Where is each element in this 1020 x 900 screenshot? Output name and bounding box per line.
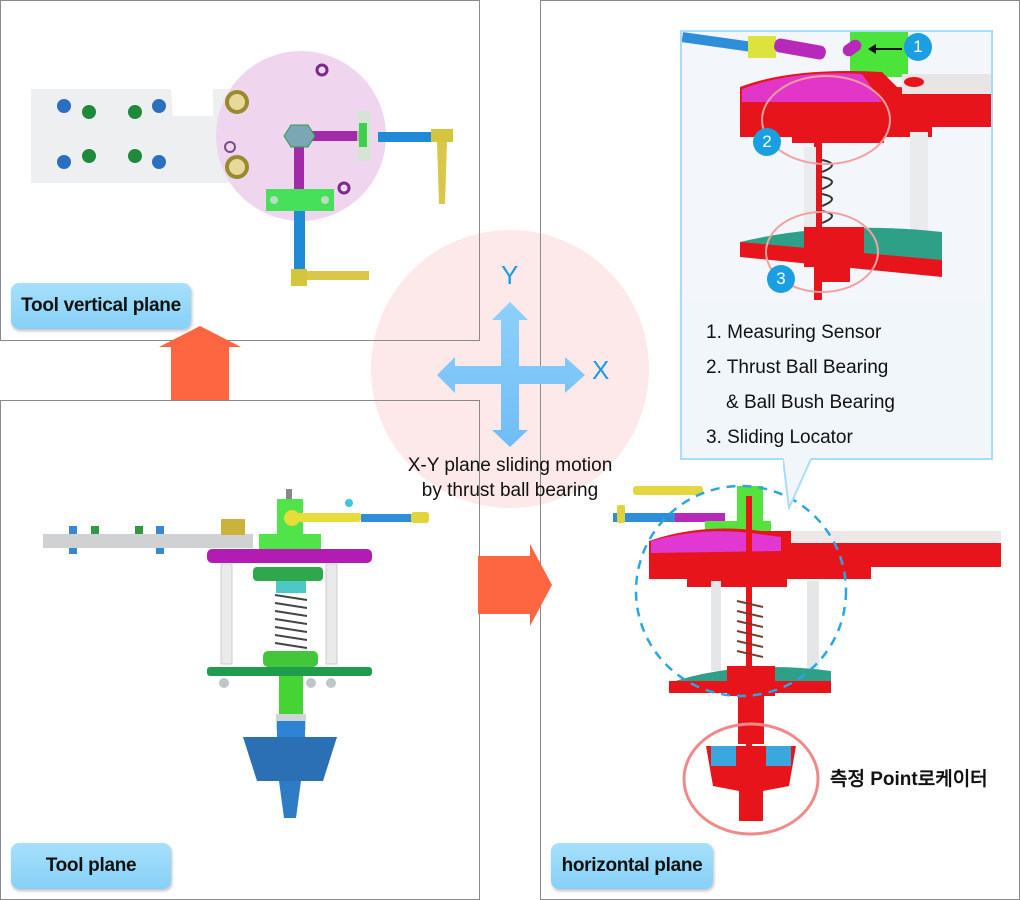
legend-item-measuring-sensor: 1. Measuring Sensor	[706, 322, 882, 343]
callout-pointer	[783, 458, 812, 510]
tool-plane-panel	[0, 400, 480, 900]
tool-plane-illustration	[43, 489, 429, 818]
closeup-illustration	[682, 32, 991, 300]
motion-caption: X-Y plane sliding motion by thrust ball …	[380, 453, 640, 503]
flow-arrow-right-icon	[478, 544, 552, 626]
x-axis-label: X	[592, 355, 610, 385]
motion-caption-line2: by thrust ball bearing	[421, 480, 599, 501]
component-legend: 1. Measuring Sensor 2. Thrust Ball Beari…	[706, 315, 895, 455]
tool-vertical-plane-illustration	[31, 51, 453, 286]
measuring-point-locator-label: 측정 Point로케이터	[830, 769, 988, 790]
horizontal-plane-label: horizontal plane	[551, 843, 713, 889]
legend-item-sliding-locator: 3. Sliding Locator	[706, 427, 853, 448]
callout-badge-2: 2	[753, 128, 781, 156]
tool-vertical-plane-panel	[0, 0, 480, 341]
component-closeup-image	[682, 32, 991, 300]
tool-plane-label: Tool plane	[11, 843, 171, 889]
callout-badge-3: 3	[767, 265, 795, 293]
flow-arrow-up-icon	[159, 326, 241, 400]
legend-item-ball-bush-bearing: & Ball Bush Bearing	[726, 392, 895, 413]
tool-vertical-plane-label: Tool vertical plane	[11, 283, 191, 329]
y-axis-label: Y	[501, 260, 519, 290]
motion-caption-line1: X-Y plane sliding motion	[407, 455, 613, 476]
horizontal-plane-illustration	[613, 484, 1001, 836]
legend-item-thrust-ball-bearing: 2. Thrust Ball Bearing	[706, 357, 889, 378]
callout-badge-1: 1	[904, 33, 932, 61]
xy-motion-arrows-icon	[437, 302, 585, 447]
